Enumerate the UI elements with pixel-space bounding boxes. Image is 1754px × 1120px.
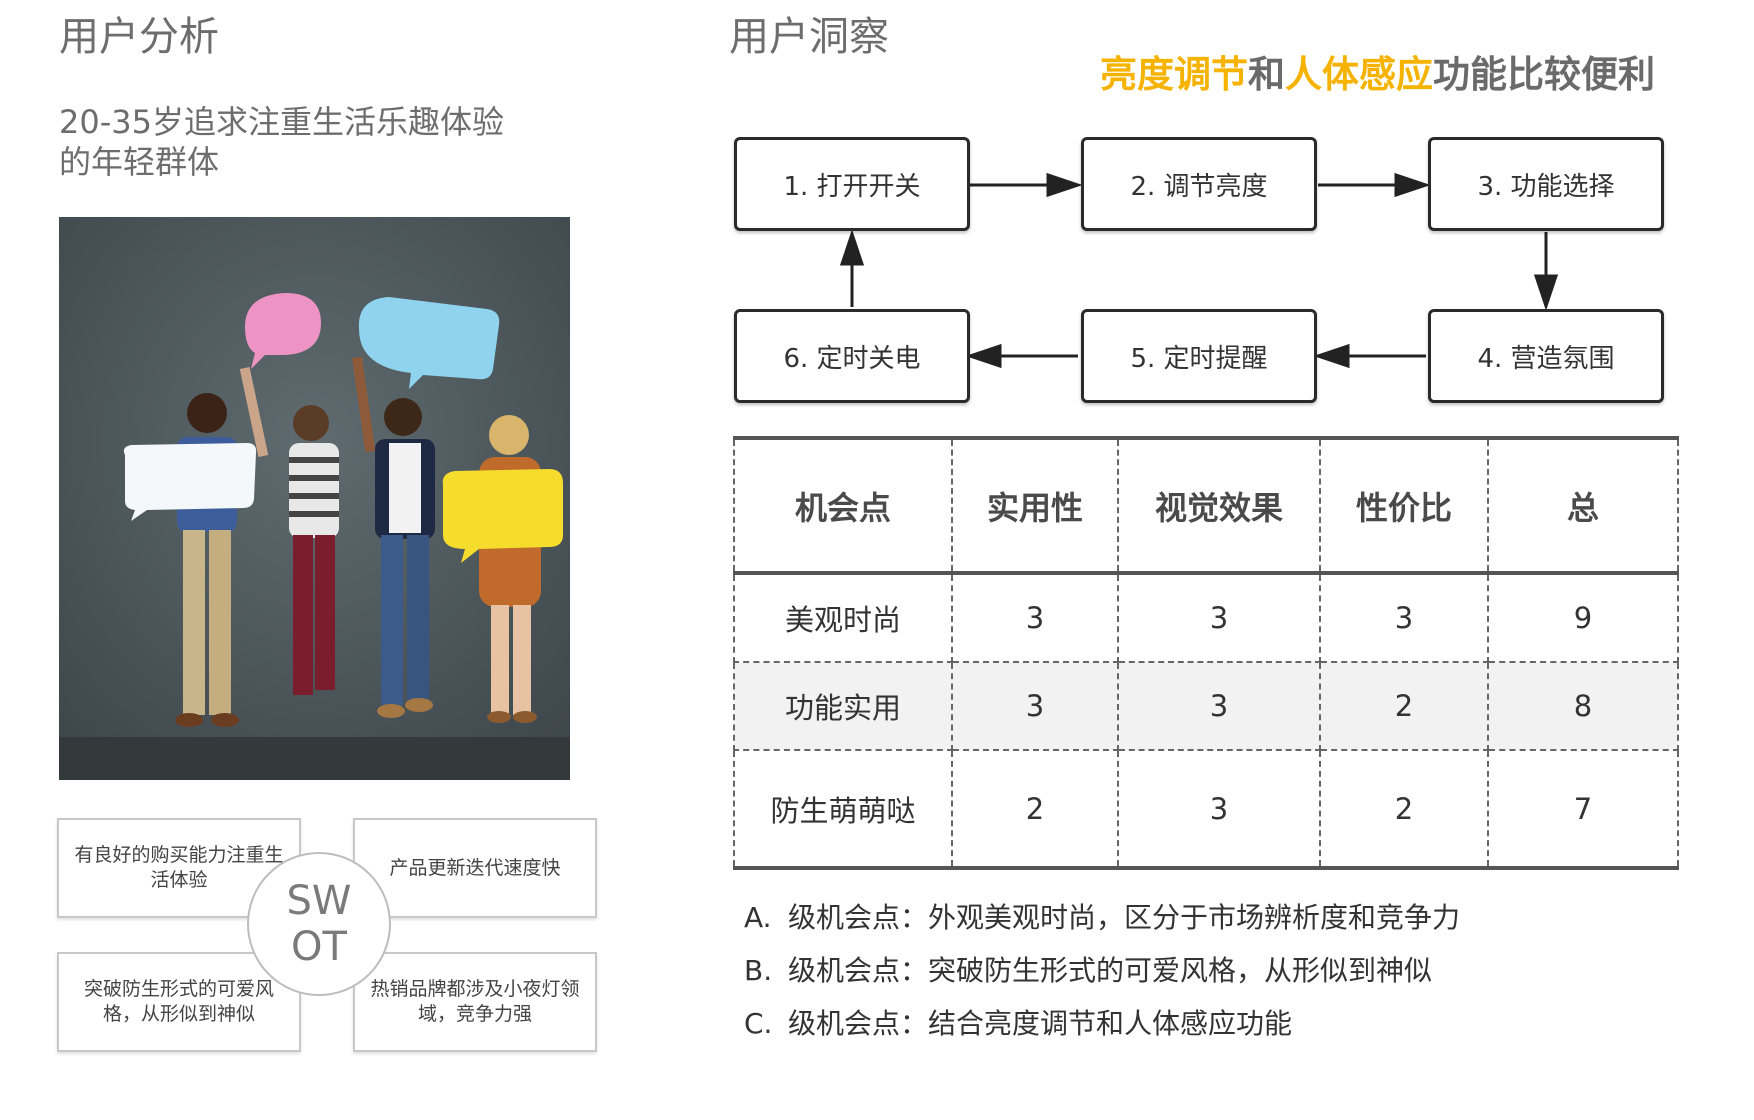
note-text: 级机会点：结合亮度调节和人体感应功能 xyxy=(788,1007,1293,1040)
swot-opportunities-box: 突破防生形式的可爱风格，从形似到神似 xyxy=(57,952,301,1052)
swot-threats-box: 热销品牌都涉及小夜灯领域，竞争力强 xyxy=(353,952,597,1052)
headline-part-brightness: 亮度调节 xyxy=(1100,53,1248,96)
subtitle-line-1: 20-35岁追求注重生活乐趣体验 xyxy=(59,103,504,141)
table-header: 总 xyxy=(1487,436,1679,575)
table-cell: 美观时尚 xyxy=(733,573,953,663)
note-text: 级机会点：外观美观时尚，区分于市场辨析度和竞争力 xyxy=(788,901,1461,934)
table-cell: 7 xyxy=(1487,750,1679,870)
opportunity-score-table: 机会点 实用性 视觉效果 性价比 总 美观时尚 3 3 3 9 功能实用 3 3… xyxy=(733,436,1679,870)
table-cell: 3 xyxy=(1117,750,1321,870)
table-cell: 2 xyxy=(1319,662,1489,751)
table-header-row: 机会点 实用性 视觉效果 性价比 总 xyxy=(733,436,1679,575)
table-row: 美观时尚 3 3 3 9 xyxy=(733,573,1679,663)
note-letter: B. xyxy=(744,954,773,987)
table-header: 机会点 xyxy=(733,436,953,575)
table-cell: 3 xyxy=(1117,662,1321,751)
swot-opportunities-text: 突破防生形式的可爱风格，从形似到神似 xyxy=(83,978,274,1025)
flow-arrows xyxy=(839,172,1559,369)
flow-step-5: 5. 定时提醒 xyxy=(1081,309,1317,403)
flow-step-2: 2. 调节亮度 xyxy=(1081,137,1317,231)
table-cell: 9 xyxy=(1487,573,1679,663)
table-header: 视觉效果 xyxy=(1117,436,1321,575)
table-cell: 3 xyxy=(1319,573,1489,663)
table-cell: 防生萌萌哒 xyxy=(733,750,953,870)
swot-weaknesses-text: 产品更新迭代速度快 xyxy=(389,856,561,879)
note-letter: A. xyxy=(744,901,772,934)
flow-step-6: 6. 定时关电 xyxy=(734,309,970,403)
swot-center-line-1: SW xyxy=(286,878,352,924)
headline-part-and: 和 xyxy=(1248,53,1285,96)
note-letter: C. xyxy=(744,1007,773,1040)
swot-center-circle: SW OT xyxy=(247,852,391,996)
table-cell: 3 xyxy=(1117,573,1321,663)
note-c: C. 级机会点：结合亮度调节和人体感应功能 xyxy=(744,1002,1292,1042)
section-title-user-analysis: 用户分析 xyxy=(59,14,219,60)
swot-weaknesses-box: 产品更新迭代速度快 xyxy=(353,818,597,918)
note-a: A. 级机会点：外观美观时尚，区分于市场辨析度和竞争力 xyxy=(744,896,1460,936)
table-cell: 3 xyxy=(951,662,1119,751)
table-header: 实用性 xyxy=(951,436,1119,575)
section-title-user-insight: 用户洞察 xyxy=(729,14,889,60)
flow-step-1: 1. 打开开关 xyxy=(734,137,970,231)
young-group-photo xyxy=(59,217,570,780)
swot-threats-text: 热销品牌都涉及小夜灯领域，竞争力强 xyxy=(370,978,580,1025)
swot-strengths-text: 有良好的购买能力注重生活体验 xyxy=(74,844,284,891)
table-cell: 2 xyxy=(1319,750,1489,870)
subtitle-line-2: 的年轻群体 xyxy=(59,143,220,181)
table-cell: 8 xyxy=(1487,662,1679,751)
headline-part-convenient: 功能比较便利 xyxy=(1433,53,1655,96)
headline-part-motion-sensor: 人体感应 xyxy=(1285,53,1433,96)
insight-headline: 亮度调节和人体感应功能比较便利 xyxy=(1100,44,1655,98)
flow-step-3: 3. 功能选择 xyxy=(1428,137,1664,231)
table-row: 防生萌萌哒 2 3 2 7 xyxy=(733,750,1679,870)
note-b: B. 级机会点：突破防生形式的可爱风格，从形似到神似 xyxy=(744,949,1432,989)
flow-step-4: 4. 营造氛围 xyxy=(1428,309,1664,403)
note-text: 级机会点：突破防生形式的可爱风格，从形似到神似 xyxy=(788,954,1433,987)
table-row: 功能实用 3 3 2 8 xyxy=(733,662,1679,751)
table-header: 性价比 xyxy=(1319,436,1489,575)
swot-center-line-2: OT xyxy=(291,924,347,970)
table-cell: 3 xyxy=(951,573,1119,663)
target-group-description: 20-35岁追求注重生活乐趣体验 的年轻群体 xyxy=(59,102,504,182)
table-cell: 功能实用 xyxy=(733,662,953,751)
table-cell: 2 xyxy=(951,750,1119,870)
